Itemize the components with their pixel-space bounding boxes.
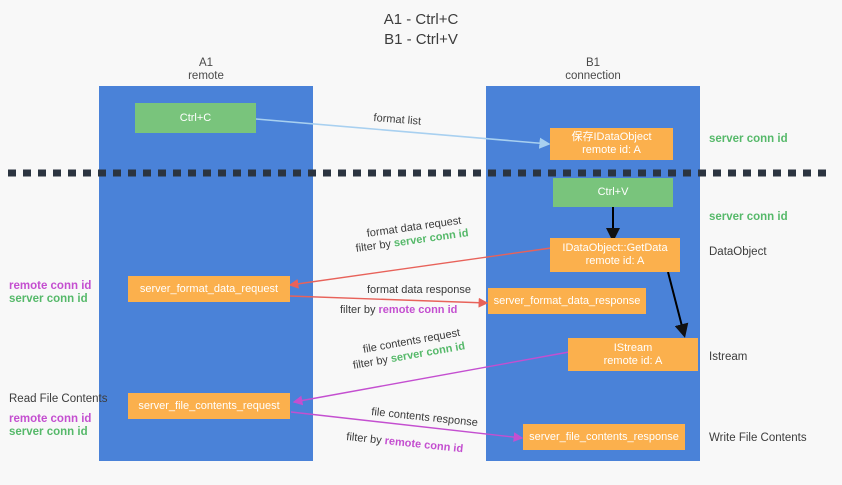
node-server-file-contents-response[interactable]: server_file_contents_response [523,424,685,450]
edge-label-format-data-response-filter: filter by remote conn id [340,304,457,316]
arrow-file-contents-response [290,411,524,442]
node-server-format-data-response[interactable]: server_format_data_response [488,288,646,314]
label-dataobject: DataObject [709,246,767,258]
arrow-file-contents-request [292,351,570,406]
label-istream: Istream [709,351,748,363]
node-ctrl-c[interactable]: Ctrl+C [135,103,256,133]
column-a1-header: A1 remote [188,57,224,82]
edge-label-format-data-response: format data response [367,284,471,296]
label-server-conn-id-top: server conn id [709,133,788,145]
label-file-remote-conn-id: remote conn id [9,413,92,425]
label-format-remote-conn-id: remote conn id [9,280,92,292]
node-idataobject-getdata[interactable]: IDataObject::GetData remote id: A [550,238,680,272]
label-server-conn-id-second: server conn id [709,211,788,223]
label-read-file-contents: Read File Contents [9,393,108,405]
arrow-format-list [255,118,551,149]
arrow-getdata-to-istream [667,271,689,338]
filter-value-remote-conn-id: remote conn id [378,304,458,316]
label-file-server-conn-id: server conn id [9,426,88,438]
node-server-format-data-request[interactable]: server_format_data_request [128,276,290,302]
label-write-file-contents: Write File Contents [709,432,807,444]
node-istream[interactable]: IStream remote id: A [568,338,698,371]
column-b1-header: B1 connection [565,57,621,82]
filter-prefix: filter by [340,304,379,316]
node-save-idataobject[interactable]: 保存IDataObject remote id: A [550,128,673,160]
label-format-server-conn-id: server conn id [9,293,88,305]
arrow-format-data-request [288,247,552,289]
node-ctrl-v[interactable]: Ctrl+V [553,178,673,207]
node-server-file-contents-request[interactable]: server_file_contents_request [128,393,290,419]
arrow-format-data-response [288,295,489,308]
diagram-title: A1 - Ctrl+C B1 - Ctrl+V [383,11,459,48]
